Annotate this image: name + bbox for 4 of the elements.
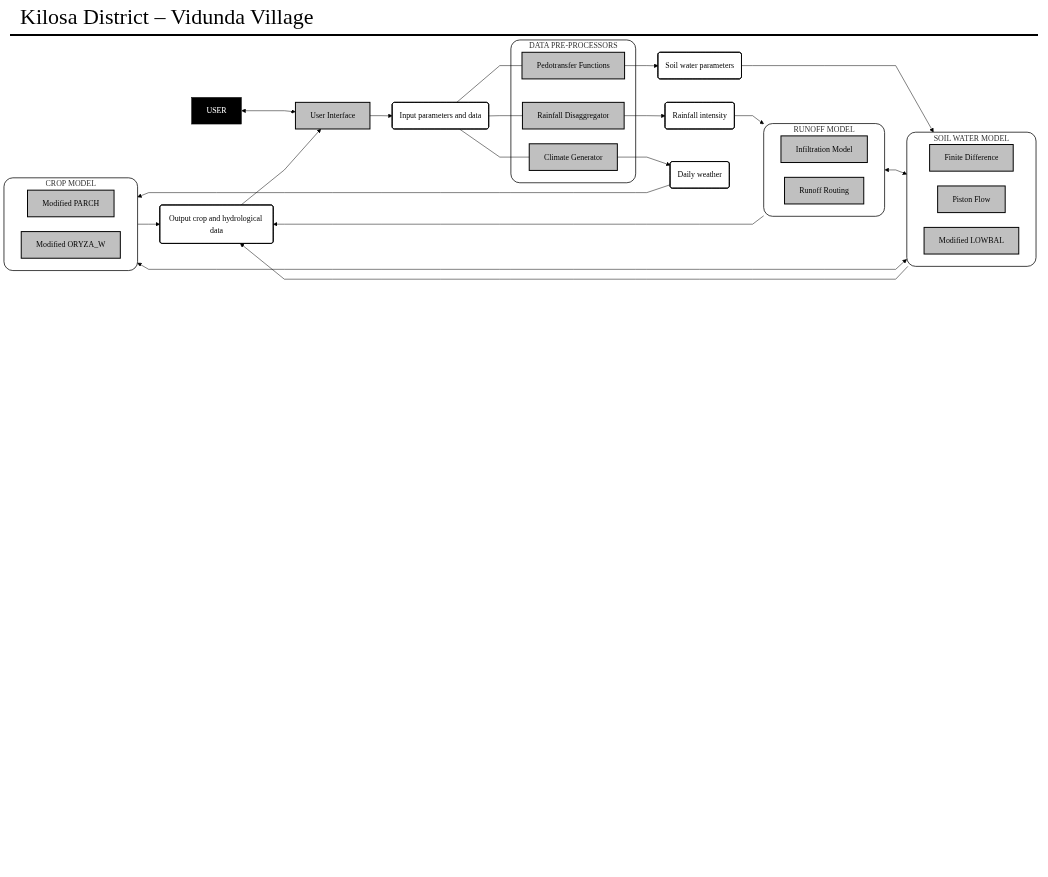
connector xyxy=(459,129,530,158)
page-header: Kilosa District – Vidunda Village xyxy=(10,0,1038,36)
connector xyxy=(456,65,523,103)
connector xyxy=(488,115,523,117)
